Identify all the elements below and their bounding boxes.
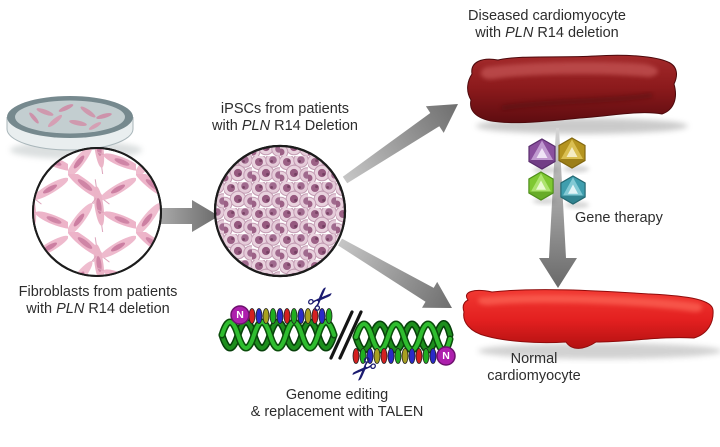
dna-helix-right (352, 320, 454, 354)
viral-vector-icons (528, 137, 589, 209)
diseased-cell-highlight (480, 61, 659, 80)
virus-capsid-green-icon (528, 171, 557, 205)
svg-text:N: N (236, 309, 244, 321)
virus-capsid-gold-icon (558, 137, 589, 173)
arrow-ipscs-to-diseased (342, 104, 458, 184)
ipsc-label: iPSCs from patients with PLN R14 Deletio… (212, 101, 358, 135)
fibroblast-microscopy-circle (32, 147, 162, 277)
ipsc-microscopy-circle (213, 144, 347, 278)
genome-editing-label: Genome editing & replacement with TALEN (250, 387, 424, 421)
petri-dish-cells (29, 104, 112, 130)
gene-symbol-pln: PLN (241, 118, 271, 135)
svg-text:N: N (442, 350, 450, 362)
virus-capsid-purple-icon (528, 138, 559, 174)
dna-helix-left (218, 318, 338, 352)
petri-dish (6, 96, 142, 159)
gene-symbol-pln: PLN (505, 25, 534, 42)
gene-symbol-pln: PLN (56, 301, 85, 318)
diseased-cardiomyocyte-label: Diseased cardiomyocyte with PLN R14 dele… (468, 8, 626, 42)
normal-cardiomyocyte-shape (462, 289, 720, 359)
arrow-fibroblasts-to-ipscs (161, 200, 219, 232)
n-terminus-marker-left: N (230, 305, 250, 325)
talen-rvd-array-right (352, 348, 437, 364)
dna-break-slashes (329, 310, 363, 360)
gene-therapy-label: Gene therapy (575, 210, 663, 226)
arrow-gene-therapy (539, 128, 577, 288)
talen-rvd-array-left (248, 308, 333, 324)
normal-cardiomyocyte-label: Normal cardiomyocyte (487, 351, 581, 385)
normal-cell-highlight (478, 294, 703, 312)
arrow-ipscs-to-normal (338, 238, 452, 308)
virus-capsid-teal-icon (560, 175, 589, 209)
n-terminus-marker-right: N (436, 346, 456, 366)
fibroblast-label: Fibroblasts from patients with PLN R14 d… (18, 284, 178, 318)
diseased-cardiomyocyte-shape (467, 54, 688, 134)
